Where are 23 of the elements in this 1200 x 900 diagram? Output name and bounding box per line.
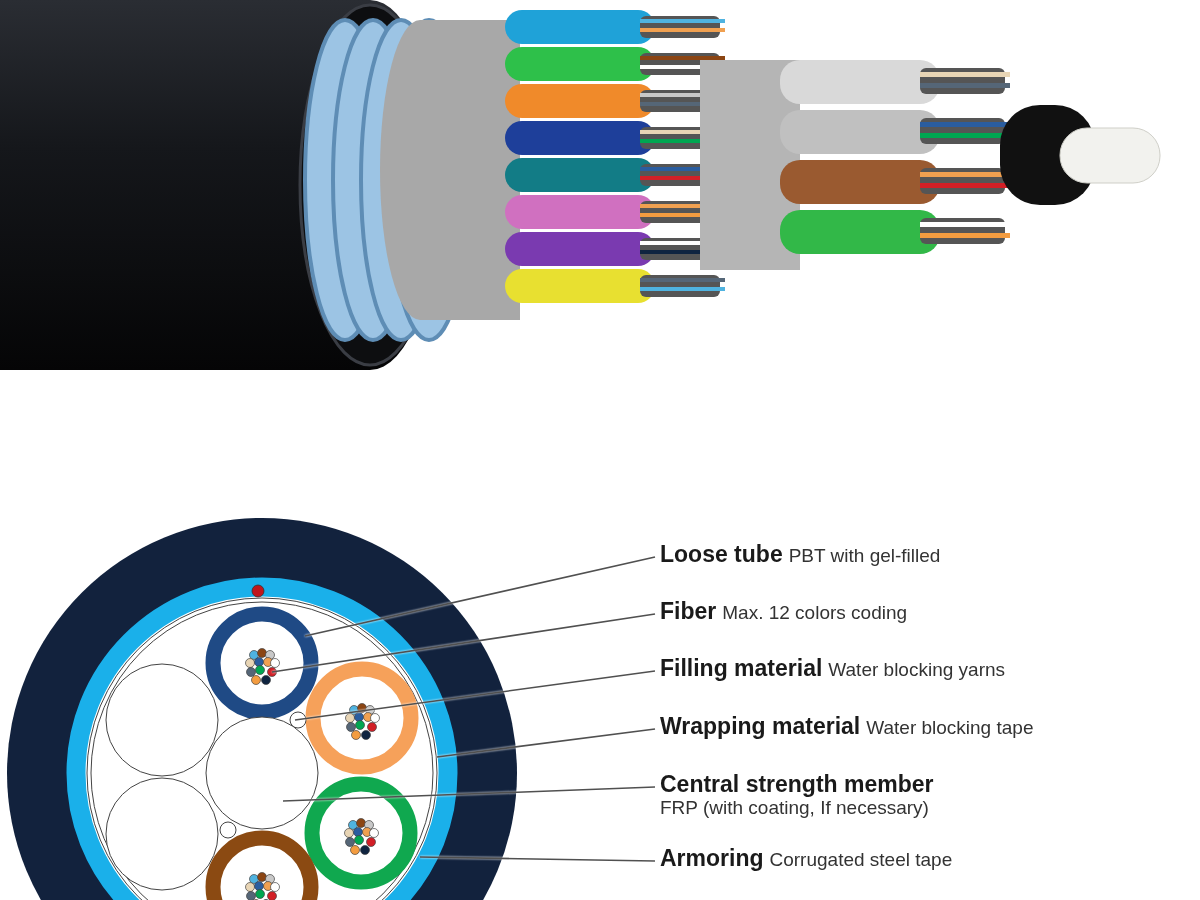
central-strength-member xyxy=(205,716,319,830)
leader-line xyxy=(271,613,656,673)
part-name: Central strength member xyxy=(660,771,934,797)
leader-line xyxy=(282,786,656,802)
filler-rod xyxy=(105,663,219,777)
filling-yarn xyxy=(289,711,307,729)
fiber-bundle xyxy=(245,648,280,685)
leader-line xyxy=(419,856,656,862)
part-name: Filling material xyxy=(660,655,823,681)
part-description: Water blocking tape xyxy=(866,717,1034,738)
part-description: Corrugated steel tape xyxy=(769,849,953,870)
part-description: Water blocking yarns xyxy=(828,659,1006,680)
part-name: Fiber xyxy=(660,598,717,624)
leader-line xyxy=(294,670,656,721)
leader-line xyxy=(304,556,656,637)
part-description: PBT with gel-filled xyxy=(788,545,941,566)
leader-line xyxy=(436,728,656,758)
filler-rod xyxy=(105,777,219,891)
part-description: Max. 12 colors coding xyxy=(722,602,908,623)
part-name: Armoring xyxy=(660,845,764,871)
part-name: Wrapping material xyxy=(660,713,861,739)
part-name: Loose tube xyxy=(660,541,783,567)
part-description: FRP (with coating, If necessary) xyxy=(660,797,930,820)
